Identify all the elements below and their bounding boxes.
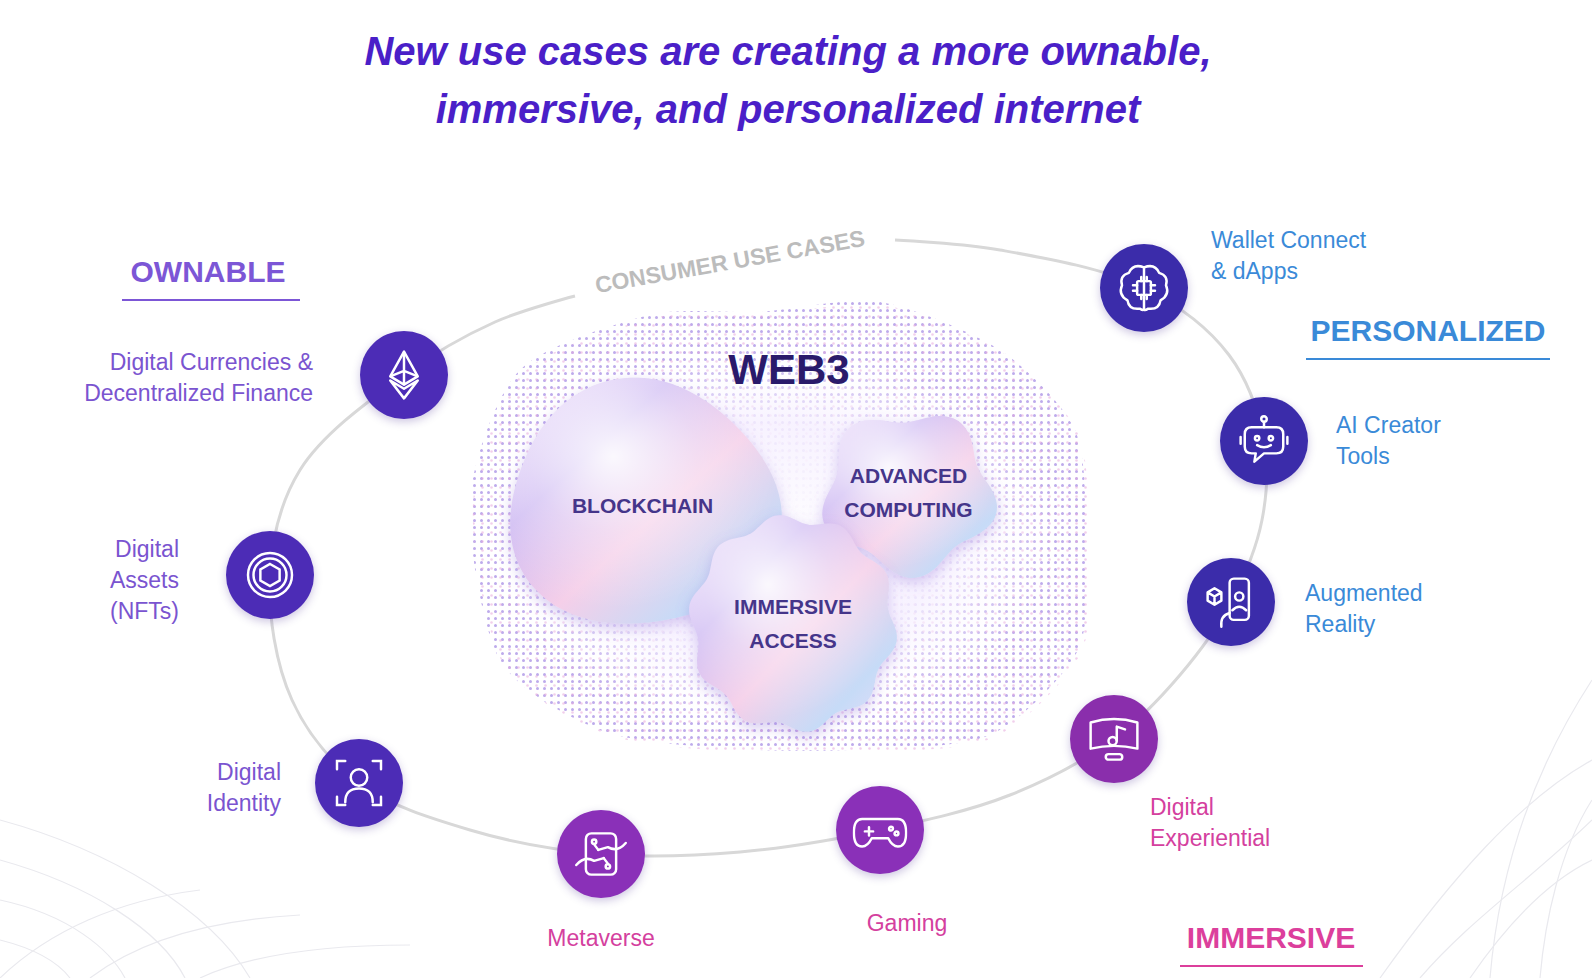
use-case-circle: Digital Experiential [1070, 695, 1158, 783]
use-case-circle: Digital Currencies & Decentralized Finan… [360, 331, 448, 419]
label-holder: Digital Identity [161, 757, 281, 819]
label-holder: AI Creator Tools [1336, 410, 1476, 472]
use-case-icon [1070, 695, 1158, 783]
blob-label: BLOCKCHAIN [572, 489, 713, 523]
use-case-circle: Digital Assets (NFTs) [226, 531, 314, 619]
category-label: IMMERSIVE [1181, 921, 1361, 955]
label-holder: Gaming [827, 908, 987, 939]
tech-blob: IMMERSIVE ACCESS [682, 508, 904, 739]
category-underline [1180, 965, 1363, 967]
cloud-dots [473, 304, 1090, 754]
use-case-icon [836, 786, 924, 874]
use-case-icon [1100, 244, 1188, 332]
use-case-label: Metaverse [511, 923, 691, 954]
use-case-circle: Augmented Reality [1187, 558, 1275, 646]
use-case-icon [1187, 558, 1275, 646]
use-case-label: Gaming [827, 908, 987, 939]
use-case-icon [557, 810, 645, 898]
icon-glyph [1121, 266, 1167, 310]
category-label: OWNABLE [125, 255, 292, 289]
use-case-icon [360, 331, 448, 419]
category-label: PERSONALIZED [1304, 314, 1551, 348]
blob-label: IMMERSIVE ACCESS [703, 590, 883, 658]
use-case-icon [1220, 397, 1308, 485]
ring-caption: CONSUMER USE CASES [587, 224, 873, 300]
blob-body [689, 515, 897, 732]
web3-cloud: WEB3BLOCKCHAIN ADVANCED COMPUTING IMMERSIV… [457, 300, 1091, 756]
label-holder: Digital Currencies & Decentralized Finan… [43, 347, 313, 409]
use-case-label: Wallet Connect & dApps [1211, 225, 1381, 287]
label-holder: WEB3 [728, 346, 849, 394]
use-case-circle: Digital Identity [315, 739, 403, 827]
label-holder: OWNABLE [125, 255, 292, 289]
use-case-circle: AI Creator Tools [1220, 397, 1308, 485]
use-case-ring [270, 240, 1267, 856]
category-underline [122, 299, 300, 301]
label-holder: CONSUMER USE CASES [587, 224, 873, 300]
use-case-label: Digital Currencies & Decentralized Finan… [43, 347, 313, 409]
cloud-title: WEB3 [728, 346, 849, 394]
use-case-circle: Wallet Connect & dApps [1100, 244, 1188, 332]
label-holder: Metaverse [511, 923, 691, 954]
label-holder: IMMERSIVE [1181, 921, 1361, 955]
icon-glyph [337, 761, 381, 805]
blob-sheen [689, 515, 897, 732]
icon-glyph [576, 833, 626, 874]
label-holder: PERSONALIZED [1304, 314, 1551, 348]
use-case-circle: Metaverse [557, 810, 645, 898]
icon-glyph [1241, 416, 1288, 461]
icon-glyph [390, 352, 418, 399]
use-case-label: Digital Assets (NFTs) [79, 534, 179, 627]
blob-label: ADVANCED COMPUTING [824, 459, 994, 527]
use-case-label: AI Creator Tools [1336, 410, 1476, 472]
title-holder: New use cases are creating a more ownabl… [238, 22, 1338, 138]
icon-glyph [248, 553, 292, 597]
label-holder: Digital Experiential [1150, 792, 1320, 854]
label-holder: Wallet Connect & dApps [1211, 225, 1381, 287]
use-case-icon [226, 531, 314, 619]
label-holder: Digital Assets (NFTs) [79, 534, 179, 627]
icon-glyph [854, 819, 906, 847]
use-case-circle: Gaming [836, 786, 924, 874]
icon-glyph [1208, 579, 1249, 627]
icon-glyph [1091, 719, 1138, 760]
page-title: New use cases are creating a more ownabl… [238, 22, 1338, 138]
blob-shape [682, 508, 904, 739]
use-case-label: Digital Experiential [1150, 792, 1320, 854]
category-underline [1306, 358, 1550, 360]
label-holder: IMMERSIVE ACCESS [682, 508, 904, 739]
use-case-label: Digital Identity [161, 757, 281, 819]
use-case-label: Augmented Reality [1305, 578, 1465, 640]
use-case-icon [315, 739, 403, 827]
label-holder: Augmented Reality [1305, 578, 1465, 640]
